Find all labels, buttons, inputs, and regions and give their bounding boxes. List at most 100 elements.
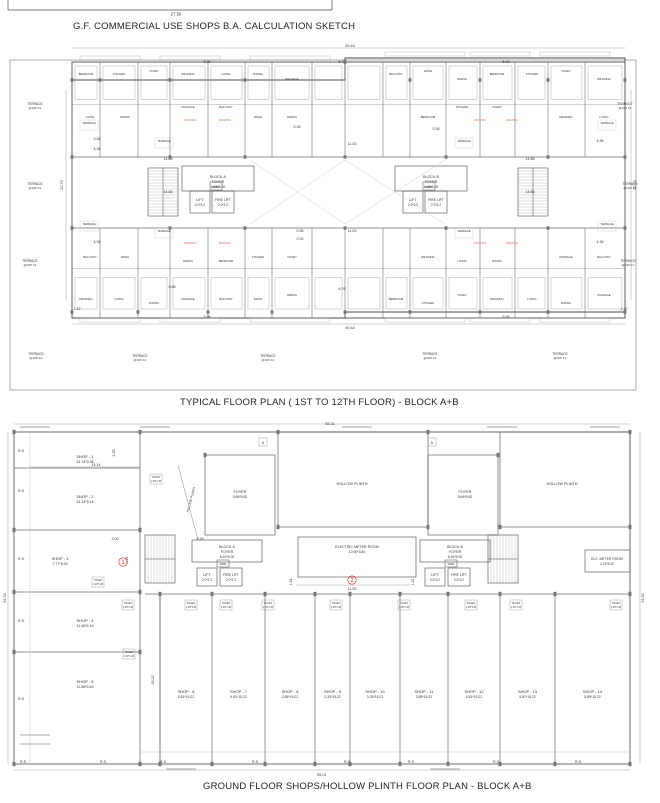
room-note: DRAWING — [474, 118, 486, 122]
overall-width-top: 49.44 — [345, 44, 355, 48]
toilet-size: 1.00*1.45 — [466, 606, 477, 609]
room-label: BALCONY — [597, 255, 611, 259]
shop-size: 5.81*15.22 — [519, 695, 536, 699]
shop-name: SHOP - 7 — [230, 689, 248, 694]
rs-label: R.S. — [18, 489, 25, 493]
room-outline — [412, 277, 444, 310]
rs-label: R.S. — [493, 760, 500, 764]
room-label: DRESS — [287, 293, 297, 297]
structural-column — [398, 761, 402, 767]
structural-column — [623, 78, 627, 82]
rs-label: R.S. — [252, 760, 259, 764]
shop-name: SHOP - 4 — [76, 618, 94, 623]
dimension-value: 5.98 — [204, 60, 211, 64]
door-tag: D — [262, 441, 265, 445]
shop-name: SHOP - 9 — [324, 689, 342, 694]
electric-meter-room-size: 10.90*3.60 — [349, 550, 366, 554]
dimension-value: 1.23 — [411, 579, 415, 586]
balcony-rail — [539, 317, 611, 323]
structural-column — [70, 226, 74, 230]
rs-label: R.S. — [575, 760, 582, 764]
shop-size: 5.89*15.22 — [584, 695, 601, 699]
foyer-size: 5.66*5.82 — [233, 495, 248, 499]
room-label: LIVING — [599, 115, 608, 119]
electric-meter-room-outline — [297, 536, 417, 578]
shop-size: 11.46*9.63 — [76, 685, 93, 689]
room-label: DRESS — [183, 259, 193, 263]
structural-column — [168, 78, 172, 82]
balcony-rail — [249, 55, 331, 61]
room-note: DRAWING — [184, 241, 196, 245]
shop-name: SHOP - 12 — [464, 689, 484, 694]
terrace-label: TERRACE — [617, 102, 632, 106]
room-label: TOILET — [149, 69, 159, 73]
terrace-label: TERRACE — [552, 352, 567, 356]
fire-lift-shaft — [424, 190, 448, 214]
foyer-size: 6.16*5.00 — [448, 555, 463, 559]
fire-duct — [216, 559, 230, 568]
foyer-b-outline — [427, 454, 499, 536]
room-label: WASH — [424, 69, 432, 73]
fire-duct-label: FIRE — [220, 562, 227, 566]
dimension-value: 14.85 — [526, 157, 535, 161]
structural-column — [136, 310, 140, 314]
room-outline — [587, 277, 623, 310]
ramp-label: HOLLOW PLINTH — [186, 486, 197, 513]
dimension-value: 9.18 — [197, 537, 204, 541]
toilet-outline — [149, 473, 163, 485]
balcony-rail — [159, 317, 221, 323]
toilet-size: 1.00*1.45 — [186, 606, 197, 609]
room-outline — [140, 277, 168, 310]
rs-label: R.S. — [18, 557, 25, 561]
shop-size: 5.81*15.22 — [230, 695, 247, 699]
dimension-value: 0.38 — [294, 125, 301, 129]
lift-size: 2.0*2.2 — [430, 578, 440, 582]
fire-lift-size: 2.0*2.2 — [431, 203, 441, 207]
toilet-label: TOILET — [151, 475, 160, 479]
room-label: KITCHEN — [113, 72, 125, 76]
dimension-value: 4.36 — [94, 240, 101, 244]
ground-outline — [13, 431, 631, 765]
structural-column — [70, 155, 74, 159]
rs-label: R.S. — [160, 760, 167, 764]
toilet-outline — [261, 599, 275, 611]
foyer-label: FOYER — [233, 490, 246, 494]
room-label: BALCONY — [389, 72, 403, 76]
lift-shaft — [424, 567, 446, 587]
structural-column — [553, 761, 557, 767]
structural-column — [206, 310, 210, 314]
terrace-label: TERRACE — [82, 222, 95, 226]
structural-column — [12, 429, 16, 435]
room-outline — [517, 65, 546, 100]
structural-column — [138, 761, 142, 767]
room-note: DRAWING — [219, 118, 231, 122]
room-label: LIVING — [527, 297, 536, 301]
shop-size: 3.33*15.22 — [367, 695, 384, 699]
terrace-level: @100' FL — [622, 263, 635, 267]
room-label: DRAWING — [421, 255, 434, 259]
terrace-pocket — [597, 220, 617, 232]
room-label: DRAWING — [79, 297, 92, 301]
dimension-value: 0.46 — [94, 137, 101, 141]
terrace-label: TERRACE — [620, 259, 635, 263]
toilet-size: 1.00*1.45 — [124, 655, 135, 658]
room-label: LIVING — [457, 259, 466, 263]
terrace-pocket — [154, 227, 174, 239]
room-label: WASH — [254, 297, 262, 301]
room-outline — [517, 277, 546, 310]
foyer-label: FOYER — [458, 490, 471, 494]
dimension-value: 4.36 — [94, 147, 101, 151]
structural-column — [546, 226, 550, 230]
hollow-plinth-label: HOLLOW PLINTH — [336, 482, 367, 486]
structural-column — [158, 761, 162, 767]
room-label: DRESS — [457, 77, 467, 81]
terrace-boundary — [9, 59, 637, 391]
rs-label: R.S. — [408, 760, 415, 764]
structural-column — [263, 761, 267, 767]
room-label: DINING — [149, 301, 159, 305]
terrace-level: @100' FL — [134, 358, 147, 362]
building-envelope — [71, 61, 626, 319]
balcony-rail — [79, 55, 141, 61]
